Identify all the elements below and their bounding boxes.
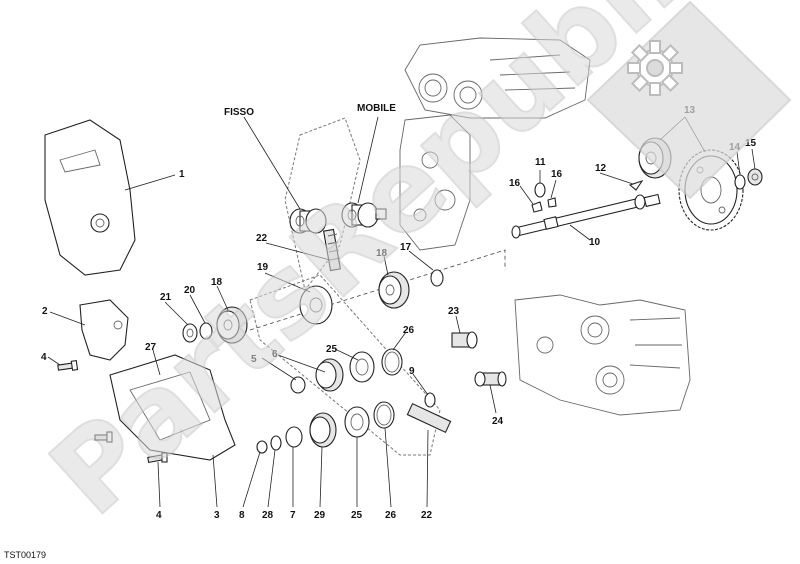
pulley-19-idler: [299, 285, 333, 325]
pulley-6: [315, 358, 344, 392]
label-15: 15: [745, 138, 757, 149]
label-3: 3: [214, 510, 220, 521]
label-26-upper: 26: [403, 325, 415, 336]
label-27: 27: [145, 342, 157, 353]
label-23: 23: [448, 306, 460, 317]
label-25-upper: 25: [326, 344, 338, 355]
label-20: 20: [184, 285, 196, 296]
nut-15: [747, 168, 763, 186]
label-11: 11: [535, 157, 546, 168]
pulley-29: [309, 412, 337, 448]
spacer-5: [290, 376, 306, 394]
part-2-small-cover: [79, 299, 129, 361]
engine-case-right: [514, 294, 691, 416]
label-6: 6: [272, 349, 278, 360]
tensioner-23: [451, 331, 478, 349]
part-1-timing-cover: [44, 119, 136, 276]
bolt-cover-left: [94, 431, 113, 443]
label-8: 8: [239, 510, 245, 521]
label-18-right: 18: [376, 248, 388, 259]
key-16-b: [547, 197, 557, 208]
timing-belt-horizontal: [249, 274, 441, 456]
roller-mobile: [341, 202, 387, 228]
engine-case-center: [399, 114, 471, 251]
belt-segment-22-upper: [322, 228, 342, 272]
nut-8: [256, 440, 268, 454]
belt-segment-22-lower: [406, 402, 452, 434]
label-26-lower: 26: [385, 510, 397, 521]
circlip-11: [534, 182, 546, 198]
label-17: 17: [400, 242, 412, 253]
ring-26-lower: [373, 401, 395, 429]
ring-26-upper: [381, 348, 403, 376]
label-4-upper: 4: [41, 352, 47, 363]
bearing-25-upper: [349, 351, 375, 383]
label-7: 7: [290, 510, 296, 521]
label-5: 5: [251, 354, 257, 365]
spacer-7: [285, 426, 303, 448]
label-18-left: 18: [211, 277, 223, 288]
washer-21: [182, 323, 198, 343]
part-27-rear-cover: [109, 354, 236, 461]
label-25-lower: 25: [351, 510, 363, 521]
engine-head-top: [404, 37, 591, 119]
label-2: 2: [42, 306, 48, 317]
gear-icon: [586, 0, 792, 200]
label-29: 29: [314, 510, 326, 521]
label-21: 21: [160, 292, 172, 303]
washer-28: [270, 435, 282, 451]
washer-17: [430, 269, 444, 287]
callout-labels: FISSO MOBILE 1 2 4 27 4 3 8 28 7 29 25 2…: [4, 103, 757, 560]
label-fisso: FISSO: [224, 107, 254, 118]
circlip-9: [424, 392, 436, 408]
timing-belt-vertical: [284, 117, 361, 292]
label-19: 19: [257, 262, 269, 273]
bearing-25-lower: [344, 406, 370, 438]
label-24: 24: [492, 416, 504, 427]
label-16-right: 16: [551, 169, 563, 180]
bolt-4-upper: [57, 360, 79, 371]
label-9: 9: [409, 366, 415, 377]
washer-20: [199, 322, 213, 340]
label-22-upper: 22: [256, 233, 268, 244]
label-16-left: 16: [509, 178, 521, 189]
roller-fisso: [289, 208, 327, 234]
pulley-18-left: [216, 306, 248, 344]
key-12: [628, 179, 644, 191]
label-1: 1: [179, 169, 185, 180]
bolt-24: [474, 371, 507, 387]
label-mobile: MOBILE: [357, 103, 396, 114]
belt-guide-dash: [249, 249, 506, 331]
pulley-18-right: [378, 271, 410, 309]
camshaft-10: [511, 193, 661, 239]
diagram-code: TST00179: [4, 550, 46, 560]
label-22-lower: 22: [421, 510, 433, 521]
key-16-a: [531, 201, 543, 213]
label-4-lower: 4: [156, 510, 162, 521]
label-12: 12: [595, 163, 607, 174]
label-28: 28: [262, 510, 274, 521]
bolt-4-lower: [147, 452, 168, 463]
label-10: 10: [589, 237, 601, 248]
washer-14: [734, 174, 746, 190]
